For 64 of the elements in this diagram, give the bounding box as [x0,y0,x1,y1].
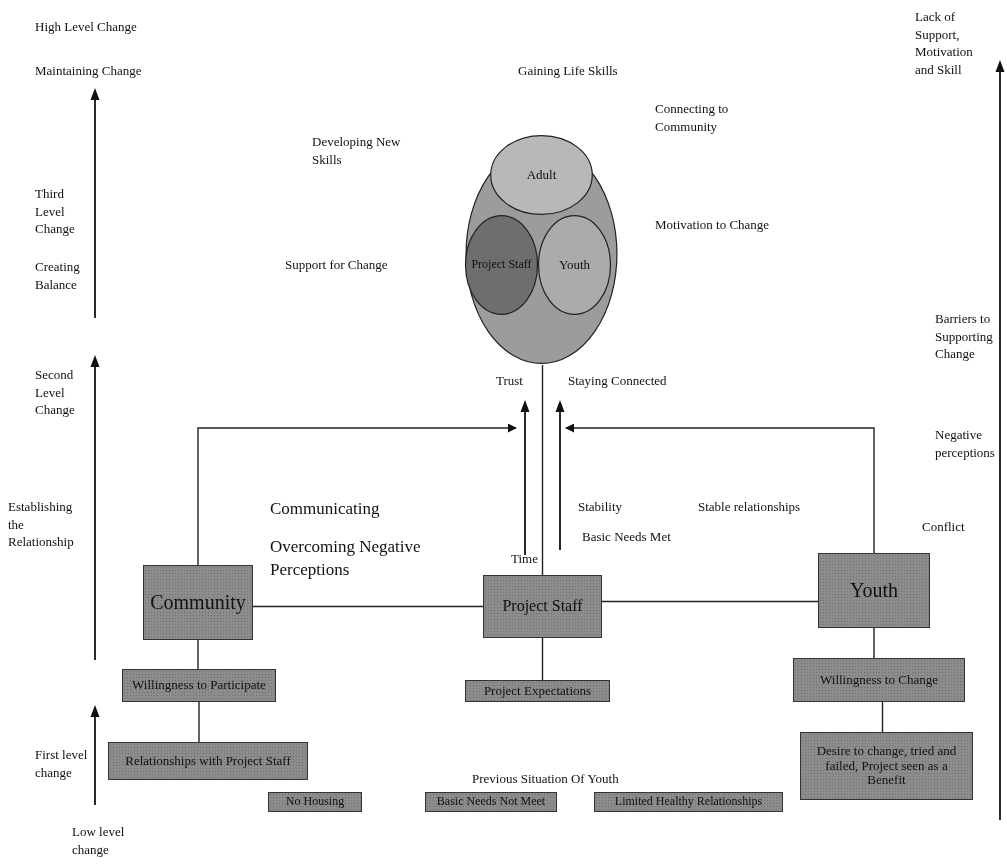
node-label: Relationships with Project Staff [125,753,291,769]
arrow [565,423,875,554]
annotation-text: Second Level Change [35,366,76,419]
annotation-text: First level change [35,746,89,782]
connector-line [252,605,484,608]
annotation-text: Third Level Change [35,185,76,238]
circle-shape [465,215,538,315]
annotation-text: Basic Needs Met [582,528,672,546]
node-label: Project Expectations [483,683,592,699]
node-label: No Housing [285,795,345,809]
node-label: Basic Needs Not Meet [436,795,546,809]
node-label: Adult [526,167,557,183]
annotation-text: Conflict [922,518,966,536]
node-label: Project Staff [502,597,583,616]
process-box [143,565,253,640]
connector-line [197,639,199,670]
annotation-text: Time [511,550,539,568]
annotation-text: High Level Change [35,18,138,36]
node-label: Desire to change, tried and failed, Project seen as a Benefit [815,743,958,789]
process-box [425,792,557,812]
connector-line [198,701,200,743]
annotation-text: Trust [496,372,524,390]
connector-line [541,637,544,681]
connector-line [541,364,544,576]
connector-line [881,701,884,733]
annotation-text: Maintaining Change [35,62,143,80]
process-box [122,669,276,702]
node-label: Community [150,591,246,614]
annotation-text: Connecting to Community [655,100,730,136]
annotation-text: Stable relationships [698,498,802,516]
process-box [268,792,362,812]
annotation-text: Creating Balance [35,258,81,294]
annotation-text: Negative perceptions [935,426,996,462]
node-label: Willingness to Participate [132,678,266,693]
annotation-text: Stability [578,498,624,516]
process-box [594,792,783,812]
annotation-text: Establishing the Relationship [8,498,75,551]
connector-line [873,627,875,659]
circle-shape [490,135,593,215]
annotation-text: Developing New Skills [312,133,402,169]
annotation-text: Previous Situation Of Youth [472,770,620,788]
process-box [793,658,965,702]
node-label: Limited Healthy Relationships [614,795,763,809]
annotation-text: Support for Change [285,256,389,274]
node-label: Willingness to Change [820,672,938,688]
annotation-text: Gaining Life Skills [518,62,619,80]
annotation-text: Communicating [270,498,381,520]
annotation-text: Motivation to Change [655,216,771,234]
annotation-text: Overcoming Negative Perceptions [270,536,422,581]
annotation-text: Low level change [72,823,126,859]
process-box [108,742,308,780]
annotation-text: Barriers to Supporting Change [935,310,994,363]
process-box [465,680,610,702]
annotation-text: Staying Connected [568,372,668,390]
process-box [818,553,930,628]
node-label: Project Staff [471,258,532,272]
arrow [197,423,517,566]
circle-shape [538,215,611,315]
connector-line [601,600,819,603]
process-box [800,732,973,800]
node-label: Youth [850,579,898,602]
node-label: Youth [558,257,591,273]
process-box [483,575,602,638]
annotation-text: Lack of Support, Motivation and Skill [915,8,974,79]
